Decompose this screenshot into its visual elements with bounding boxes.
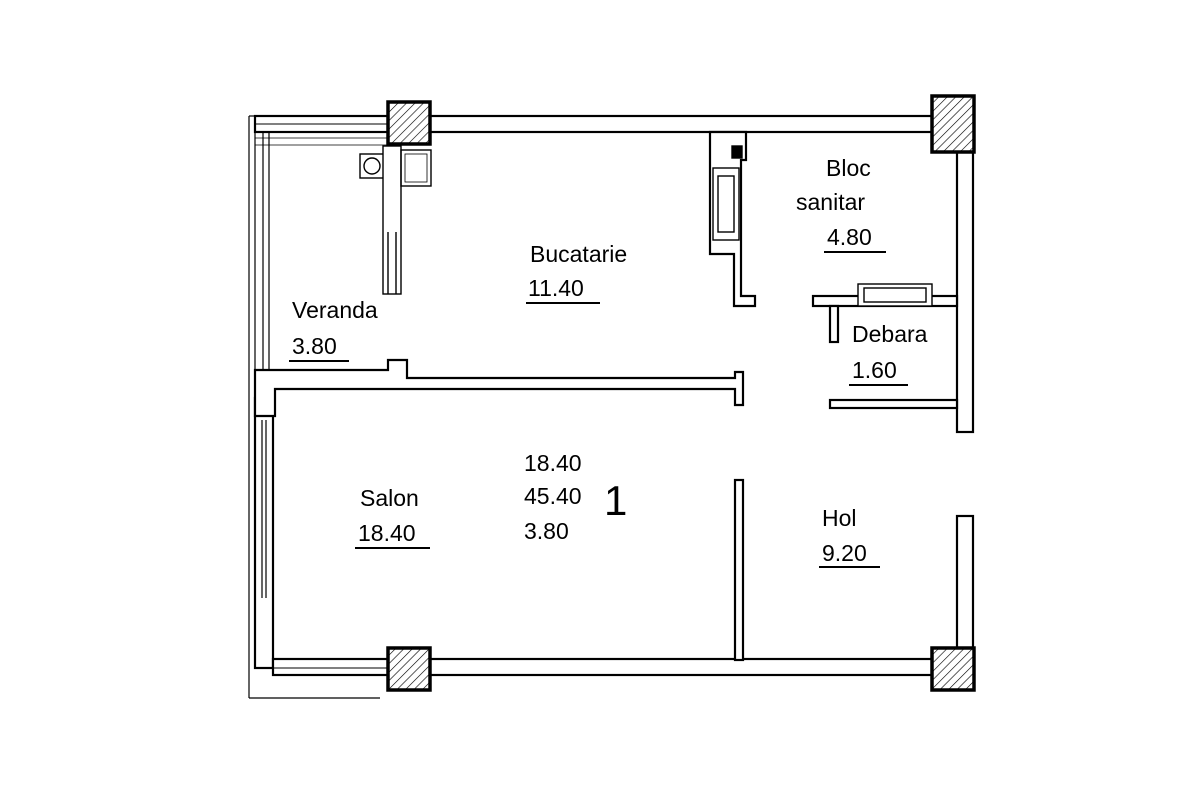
room-name: Debara xyxy=(852,321,928,347)
salon-window xyxy=(261,420,267,598)
apartment-number: 1 xyxy=(604,477,627,524)
room-area: 11.40 xyxy=(528,275,584,301)
room-name: Salon xyxy=(360,485,419,511)
veranda-salon-wall xyxy=(253,358,745,418)
vent-shaft xyxy=(857,283,933,307)
salon-left-wall xyxy=(253,396,275,670)
room-label-hol: Hol 9.20 xyxy=(819,505,880,568)
room-name: Veranda xyxy=(292,297,378,323)
room-area: 9.20 xyxy=(822,540,867,566)
salon-hall-partition xyxy=(733,478,745,662)
room-name: Hol xyxy=(822,505,857,531)
living-area: 18.40 xyxy=(524,450,582,476)
veranda-glazing xyxy=(248,115,270,698)
column-bottom-left xyxy=(386,646,432,692)
room-name-line1: Bloc xyxy=(826,155,871,181)
room-area: 18.40 xyxy=(358,520,416,546)
right-wall-upper xyxy=(955,148,975,434)
column-top-left xyxy=(386,100,432,146)
bottom-wall xyxy=(271,657,965,677)
storage-bottom-wall xyxy=(828,398,959,410)
room-label-debara: Debara 1.60 xyxy=(849,321,928,386)
balcony-area: 3.80 xyxy=(524,518,569,544)
plumbing-fixture xyxy=(359,145,432,295)
total-area: 45.40 xyxy=(524,483,582,509)
room-label-veranda: Veranda 3.80 xyxy=(289,297,378,362)
apartment-summary: 18.40 45.40 3.80 1 xyxy=(524,450,627,544)
room-name-line2: sanitar xyxy=(796,189,865,215)
room-area: 1.60 xyxy=(852,357,897,383)
room-label-salon: Salon 18.40 xyxy=(355,485,430,549)
column-top-right xyxy=(930,94,976,154)
room-area: 4.80 xyxy=(827,224,872,250)
storage-post xyxy=(828,304,840,344)
room-label-bloc-sanitar: Bloc sanitar 4.80 xyxy=(796,155,886,253)
room-label-bucatarie: Bucatarie 11.40 xyxy=(526,241,627,304)
veranda-railing xyxy=(255,137,390,146)
right-wall-lower xyxy=(955,514,975,652)
kitchen-stove xyxy=(712,145,743,241)
room-name: Bucatarie xyxy=(530,241,627,267)
room-area: 3.80 xyxy=(292,333,337,359)
column-bottom-right xyxy=(930,646,976,692)
